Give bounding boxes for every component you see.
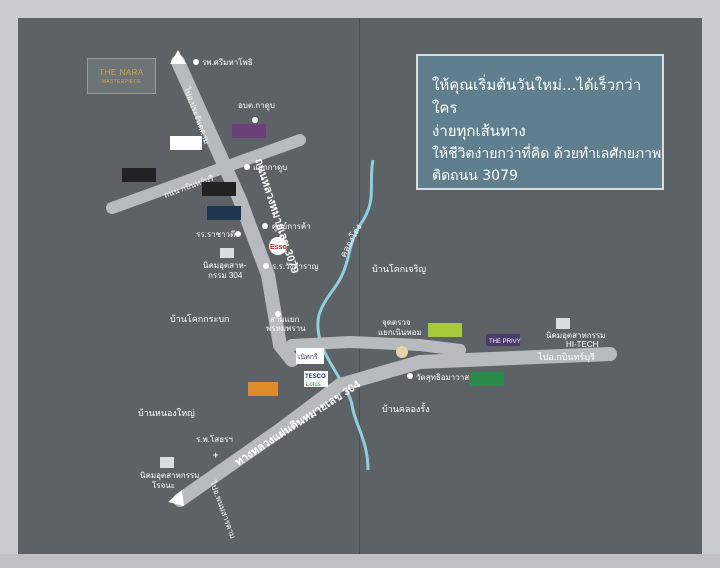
svg-text:พรหมพราน: พรหมพราน	[266, 324, 306, 333]
marker-market: ศูนย์การค้า	[262, 221, 311, 232]
arrow-south-icon	[168, 490, 184, 506]
svg-text:HI-TECH: HI-TECH	[566, 340, 599, 349]
marker-rojana: นิคมอุตสาหกรรม โรจนะ	[140, 457, 199, 490]
road-kabinburi	[286, 335, 466, 356]
sign-small-5	[207, 206, 241, 220]
svg-text:อบต.กาดูบ: อบต.กาดูบ	[238, 101, 275, 111]
frame-bottom	[0, 554, 720, 568]
sign-small-1	[170, 136, 202, 150]
marker-kadoo: อบต.กาดูบ	[238, 101, 275, 123]
sign-green	[470, 372, 504, 386]
svg-text:จุดตรวจ: จุดตรวจ	[382, 318, 411, 327]
canal-label: คลองโล่ง	[338, 222, 364, 259]
svg-text:นิคมอุตสาหกรรม: นิคมอุตสาหกรรม	[546, 331, 605, 340]
sign-small-3	[122, 168, 156, 182]
svg-text:กรรม 304: กรรม 304	[208, 271, 243, 280]
road-kadoo	[106, 134, 306, 214]
callout-line4: ติดถนน 3079	[432, 168, 518, 184]
village-khlong-rang: บ้านคลองรั้ง	[382, 402, 429, 414]
svg-text:แยกเนินหอม: แยกเนินหอม	[378, 328, 422, 337]
svg-text:ร.พ.โสธรฯ: ร.พ.โสธรฯ	[196, 434, 233, 444]
brand-badge: THE NARA MASTERPIECE	[87, 58, 156, 94]
brand-tagline: MASTERPIECE	[101, 79, 142, 85]
svg-text:รร.ราชาวดี: รร.ราชาวดี	[196, 230, 235, 239]
road-304	[173, 347, 617, 507]
sign-tesco-label: TESCO	[305, 374, 326, 380]
svg-text:ศูนย์การค้า: ศูนย์การค้า	[272, 221, 311, 232]
road-kabinburi-label: ไปอ.กบินทร์บุรี	[537, 351, 595, 363]
esso-label: Esso	[270, 244, 287, 251]
svg-text:รพ.ศรีมหาโพธิ: รพ.ศรีมหาโพธิ	[202, 57, 253, 67]
callout-line3: ให้ชีวิตง่ายกว่าที่คิด ด้วยทำเลศักยภาพ	[432, 146, 662, 162]
marker-junction: แยกกาดูบ	[244, 163, 287, 173]
marker-wat: วัดสุทธิอมาวาส	[407, 373, 469, 382]
marker-checkpoint: จุดตรวจ แยกเนินหอม	[378, 318, 422, 358]
sign-lotus-label: Lotus	[306, 382, 321, 388]
svg-text:แยกกาดูบ: แยกกาดูบ	[253, 163, 287, 173]
sign-privy	[486, 334, 520, 346]
sign-small-2	[232, 124, 266, 138]
sign-nerit	[296, 348, 324, 364]
sign-small-4	[202, 182, 236, 196]
svg-text:นิคมอุตสาห-: นิคมอุตสาห-	[203, 261, 247, 270]
village-ko-krabok: บ้านโคกกระบก	[170, 314, 230, 324]
promo-callout: ให้คุณเริ่มต้นวันใหม่...ได้เร็วกว่าใคร ง…	[416, 54, 664, 190]
sign-lime	[428, 323, 462, 337]
sign-tesco	[304, 371, 328, 387]
svg-text:นิคมอุตสาหกรรม: นิคมอุตสาหกรรม	[140, 471, 199, 480]
svg-text:โรจนะ: โรจนะ	[152, 480, 175, 490]
marker-hospital: รพ.ศรีมหาโพธิ	[193, 57, 253, 67]
svg-text:วัดสุทธิอมาวาส: วัดสุทธิอมาวาส	[416, 373, 469, 382]
village-ko-charoen: บ้านโคกเจริญ	[372, 264, 426, 274]
canal-path	[316, 159, 375, 471]
road-3079	[171, 55, 299, 367]
sign-orange	[248, 382, 278, 396]
map-left-panel	[18, 18, 360, 554]
marker-estate304: นิคมอุตสาห- กรรม 304	[203, 248, 247, 280]
callout-line1: ให้คุณเริ่มต้นวันใหม่...ได้เร็วกว่าใคร	[432, 76, 642, 117]
sign-privy-label: THE PRIVY	[489, 339, 521, 345]
svg-text:ร.ร.วังสำราญ: ร.ร.วังสำราญ	[272, 262, 319, 271]
marker-hitech: นิคมอุตสาหกรรม HI-TECH	[546, 318, 605, 349]
arrow-north-icon	[170, 50, 186, 64]
plus-icon: +	[213, 450, 218, 460]
marker-school1: รร.ราชาวดี	[196, 230, 241, 239]
callout-line2: ง่ายทุกเส้นทาง	[432, 122, 526, 140]
marker-ttn: สามแยก พรหมพราน	[266, 311, 306, 333]
brand-name: THE NARA	[99, 68, 144, 77]
road-south-label: ไปอ.พนมสารคาม	[208, 479, 238, 540]
svg-text:สามแยก: สามแยก	[270, 315, 299, 324]
marker-school2: ร.ร.วังสำราญ	[263, 262, 319, 271]
village-nong-yai: บ้านหนองใหญ่	[138, 408, 195, 418]
sign-nerit-label: เนิทกรี	[298, 353, 318, 361]
esso-sign-icon	[269, 237, 287, 255]
marker-hospital2: ร.พ.โสธรฯ +	[196, 434, 233, 460]
